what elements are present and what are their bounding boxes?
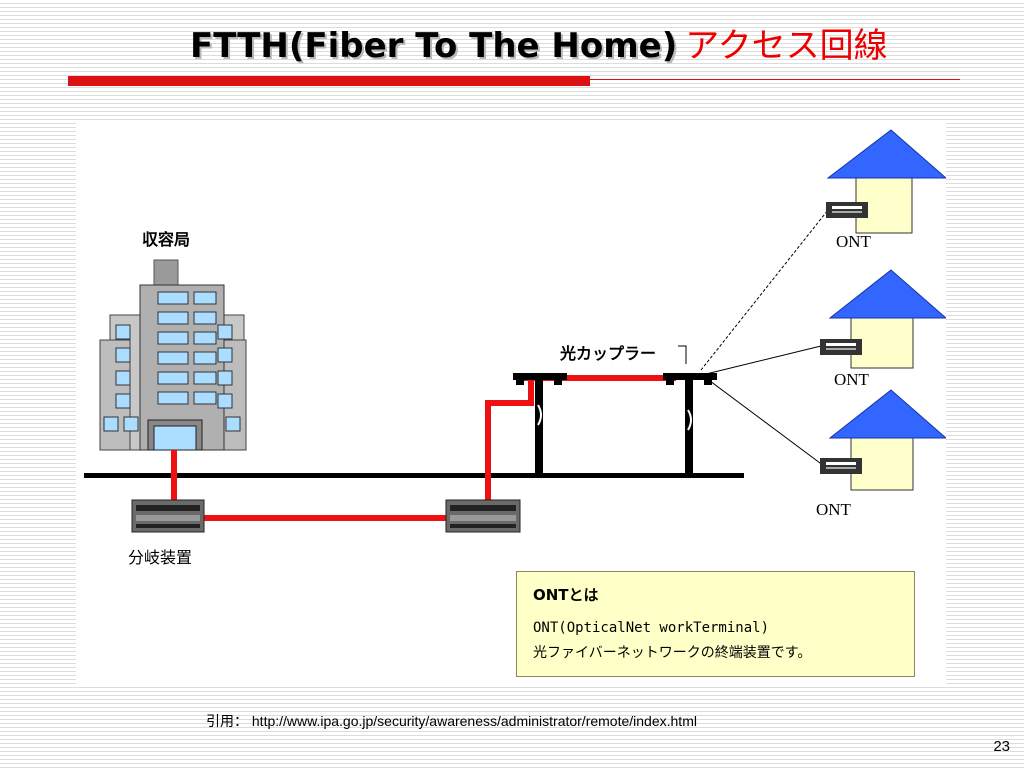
ont-definition-line2: 光ファイバーネットワークの終端装置です。 [533, 645, 812, 661]
ont-label-1: ONT [836, 232, 871, 251]
splitter-label: 分岐装置 [128, 548, 193, 567]
title-underline-bar [68, 76, 590, 86]
central-office-label: 収容局 [142, 230, 191, 249]
slide-title-main: FTTH(Fiber To The Home) [190, 26, 678, 66]
utility-pole-right [663, 373, 717, 473]
splitter-device-right [445, 499, 521, 533]
ont-label-3: ONT [816, 500, 851, 519]
page-number: 23 [993, 738, 1010, 755]
home-1 [826, 129, 946, 234]
ont-definition-line1: ONT(OpticalNet workTerminal) [533, 620, 770, 636]
title-underline-line [590, 79, 960, 80]
utility-pole-left [513, 373, 567, 473]
citation-text: 引用： http://www.ipa.go.jp/security/awaren… [206, 713, 697, 729]
ftth-diagram: 収容局 分岐装置 光カップラー ONT ONT ONT ONTとは ONT(Op… [76, 120, 946, 685]
building-windows [103, 291, 241, 432]
central-office-building [99, 259, 247, 451]
diagram-canvas [84, 129, 946, 533]
optical-coupler-label: 光カップラー [560, 344, 657, 363]
coupler-callout-line [678, 345, 687, 364]
slide-title: FTTH(Fiber To The Home)アクセス回線 [190, 22, 888, 72]
home-3 [820, 389, 946, 491]
ground-line [84, 473, 744, 478]
ont-definition-title: ONTとは [533, 586, 599, 604]
drop-lines [700, 209, 829, 467]
home-2 [820, 269, 946, 369]
slide-title-accent: アクセス回線 [685, 26, 888, 66]
ont-label-2: ONT [834, 370, 869, 389]
splitter-device-left [131, 499, 205, 533]
ont-definition-box: ONTとは ONT(OpticalNet workTerminal) 光ファイバ… [516, 571, 915, 677]
fiber-cables [171, 375, 676, 521]
